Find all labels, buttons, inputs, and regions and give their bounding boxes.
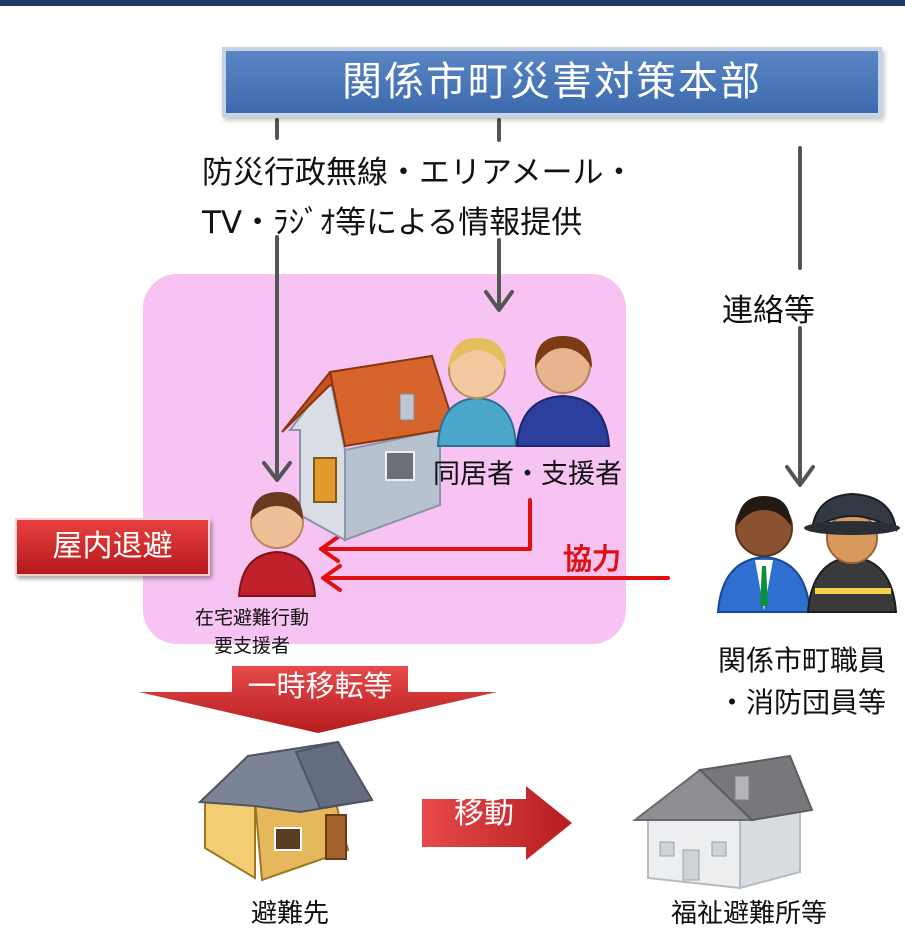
cohabitant-icon (436, 337, 518, 447)
info-provision-line1: 防災行政無線・エリアメール・ (202, 155, 635, 191)
shelter-house-icon (632, 754, 814, 890)
house-icon (281, 354, 457, 542)
info-provision-text: 防災行政無線・エリアメール・ TV・ﾗｼﾞｵ等による情報提供 (202, 148, 634, 248)
firefighter-icon (804, 492, 900, 613)
relocation-arrow (139, 666, 497, 733)
person-label-line1: 在宅避難行動 (195, 607, 310, 629)
indoor-evacuation-badge: 屋内退避 (15, 518, 210, 576)
headquarters-banner: 関係市町災害対策本部 (222, 47, 882, 117)
staff-label-line1: 関係市町職員 (718, 644, 887, 677)
person-needing-support-icon (237, 492, 317, 597)
person-needing-support-label: 在宅避難行動 要支援者 (195, 604, 309, 660)
staff-label-line2: ・消防団員等 (718, 686, 887, 719)
arrowhead-to-supporter (484, 290, 514, 312)
red-arrow-supporter (319, 498, 532, 551)
move-label: 移動 (454, 796, 514, 831)
officer-icon (716, 496, 812, 613)
supporter-icon (515, 336, 611, 447)
welfare-shelter-label: 福祉避難所等 (671, 899, 828, 929)
evacuation-destination-label: 避難先 (251, 899, 330, 929)
info-provision-line2: TV・ﾗｼﾞｵ等による情報提供 (202, 205, 583, 241)
evacuation-house-icon (197, 740, 374, 882)
red-arrowhead-1 (319, 535, 340, 563)
person-label-line2: 要支援者 (214, 635, 291, 657)
cohabitant-supporter-label: 同居者・支援者 (433, 459, 622, 490)
staff-label: 関係市町職員 ・消防団員等 (718, 640, 886, 724)
move-arrow (422, 786, 572, 860)
arrowhead-to-person (262, 461, 292, 482)
top-bar (0, 0, 905, 6)
contact-label: 連絡等 (722, 293, 815, 329)
temporary-relocation-label: 一時移転等 (247, 669, 393, 703)
cooperation-label: 協力 (563, 542, 622, 576)
red-arrowhead-2 (321, 564, 342, 592)
arrowhead-to-staff (785, 465, 815, 487)
